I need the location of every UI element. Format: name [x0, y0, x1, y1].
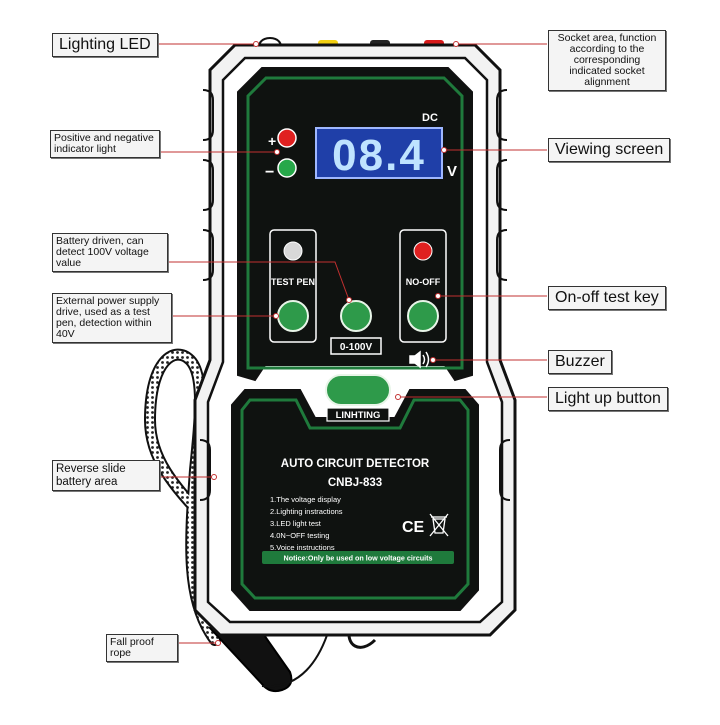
lighting-button-label: LINHTING: [336, 410, 381, 421]
notice-text: Notice:Only be used on low voltage circu…: [284, 554, 433, 563]
polarity-indicators: + −: [265, 128, 297, 181]
callout-indicator-light: Positive and negative indicator light: [50, 130, 160, 158]
callout-socket-area: Socket area, function according to the c…: [548, 30, 666, 91]
no-off-button[interactable]: [407, 300, 439, 332]
test-pen-label: TEST PEN: [271, 277, 315, 287]
voltage-range-group: 0-100V: [330, 300, 382, 355]
feature-line-5: 5.Voice instructions: [270, 543, 335, 552]
voltage-range-label: 0-100V: [340, 342, 373, 353]
callout-onoff-key: On-off test key: [548, 286, 666, 310]
test-pen-led: [283, 241, 303, 261]
positive-led: [277, 128, 297, 148]
test-pen-button[interactable]: [277, 300, 309, 332]
voltage-range-button[interactable]: [340, 300, 372, 332]
feature-line-2: 2.Lighting instractions: [270, 507, 343, 516]
lower-face: [231, 389, 479, 611]
callout-external-power: External power supply drive, used as a t…: [52, 293, 172, 343]
display-background: [315, 127, 443, 179]
product-info: AUTO CIRCUIT DETECTOR CNBJ-833 1.The vol…: [262, 458, 454, 564]
negative-led: [277, 158, 297, 178]
callout-lighting-led: Lighting LED: [52, 33, 158, 57]
display-value: 08.4: [332, 131, 426, 180]
callout-light-up-button: Light up button: [548, 387, 668, 411]
display-unit: V: [447, 163, 457, 180]
feature-line-3: 3.LED light test: [270, 519, 322, 528]
no-off-label: NO-OFF: [406, 277, 441, 287]
viewing-screen: 08.4 DC V: [315, 112, 457, 180]
leader-dots: [211, 41, 459, 646]
callout-fall-proof-rope: Fall proof rope: [106, 634, 178, 662]
lighting-button-group: LINHTING: [325, 374, 391, 422]
feature-line-4: 4.0N−OFF testing: [270, 531, 329, 540]
leader-lines: [158, 43, 547, 644]
plus-sign: +: [268, 133, 276, 149]
product-title: AUTO CIRCUIT DETECTOR: [281, 458, 430, 470]
callout-battery-driven: Battery driven, can detect 100V voltage …: [52, 233, 168, 272]
no-off-led: [413, 241, 433, 261]
callout-reverse-slide: Reverse slide battery area: [52, 460, 160, 491]
feature-line-1: 1.The voltage display: [270, 495, 341, 504]
lighting-button[interactable]: [325, 374, 391, 406]
display-mode: DC: [422, 112, 438, 124]
ce-mark: CE: [402, 519, 425, 536]
minus-sign: −: [265, 164, 274, 181]
callout-buzzer: Buzzer: [548, 350, 612, 374]
no-off-group: NO-OFF: [399, 229, 447, 343]
product-model: CNBJ-833: [328, 477, 382, 489]
callout-viewing-screen: Viewing screen: [548, 138, 671, 162]
weee-bin-icon: [429, 513, 449, 537]
buzzer-icon: [409, 350, 430, 369]
test-pen-group: TEST PEN: [269, 229, 317, 343]
